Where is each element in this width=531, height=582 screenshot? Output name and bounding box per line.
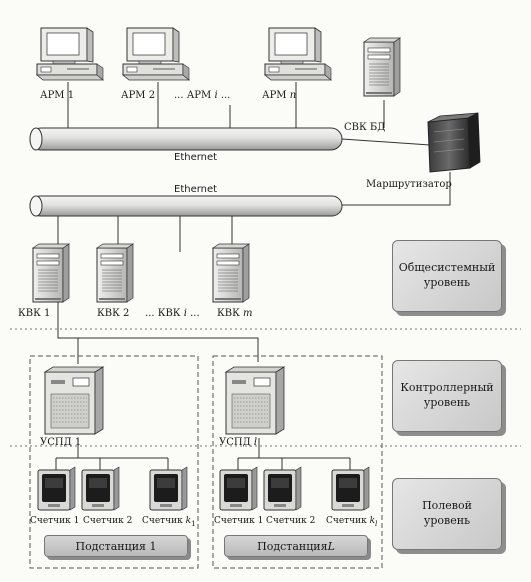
meter-icon bbox=[149, 466, 188, 511]
label-meter-1-k: Счетчик k1 bbox=[142, 516, 196, 528]
label-meter-2-k: Счетчик kl bbox=[326, 516, 378, 528]
substation-group-1 bbox=[29, 355, 199, 569]
label-kvk-2: КВК 2 bbox=[97, 308, 130, 319]
label-meter-1-2: Счетчик 2 bbox=[83, 516, 133, 526]
ethernet-bus-mid bbox=[29, 195, 343, 217]
substation-2-box: Подстанция L bbox=[224, 535, 368, 557]
meter-icon bbox=[263, 466, 302, 511]
substation-1-box: Подстанция 1 bbox=[44, 535, 188, 557]
label-kvk-1: КВК 1 bbox=[18, 308, 51, 319]
label-meter-1-1: Счетчик 1 bbox=[30, 516, 80, 526]
server-tower-icon bbox=[32, 243, 70, 303]
meter-icon bbox=[81, 466, 120, 511]
label-meter-2-2: Счетчик 2 bbox=[266, 516, 316, 526]
meter-icon bbox=[37, 466, 76, 511]
label-ethernet-top: Ethernet bbox=[174, 152, 218, 163]
label-arm-n: АРМ n bbox=[262, 90, 297, 101]
controller-icon bbox=[44, 366, 104, 435]
label-arm-i: ... АРМ i ... bbox=[174, 90, 231, 101]
label-router: Маршрутизатор bbox=[366, 179, 452, 190]
label-uspd-l: УСПД l bbox=[219, 437, 258, 448]
workstation-icon bbox=[264, 27, 332, 81]
workstation-links bbox=[67, 82, 385, 128]
router-icon bbox=[427, 112, 481, 173]
substation-group-2 bbox=[212, 355, 383, 569]
ethernet-bus-top bbox=[29, 127, 343, 151]
label-meter-2-1: Счетчик 1 bbox=[214, 516, 264, 526]
label-arm-2: АРМ 2 bbox=[121, 90, 156, 101]
workstation-icon bbox=[36, 27, 104, 81]
label-svk-bd: СВК БД bbox=[344, 122, 386, 133]
label-ethernet-mid: Ethernet bbox=[174, 184, 218, 195]
server-tower-icon bbox=[212, 243, 250, 303]
meter-icon bbox=[331, 466, 370, 511]
label-uspd-1: УСПД 1 bbox=[40, 437, 82, 448]
controller-icon bbox=[225, 366, 285, 435]
meter-icon bbox=[219, 466, 258, 511]
label-kvk-m: КВК m bbox=[217, 308, 253, 319]
label-arm-1: АРМ 1 bbox=[40, 90, 75, 101]
router-links bbox=[341, 138, 451, 206]
server-tower-icon bbox=[363, 37, 401, 97]
workstation-icon bbox=[122, 27, 190, 81]
controller-links bbox=[57, 302, 259, 364]
meter-links bbox=[55, 438, 351, 470]
kvk-links bbox=[57, 216, 233, 252]
server-tower-icon bbox=[96, 243, 134, 303]
label-kvk-i: ... КВК i ... bbox=[145, 308, 200, 319]
